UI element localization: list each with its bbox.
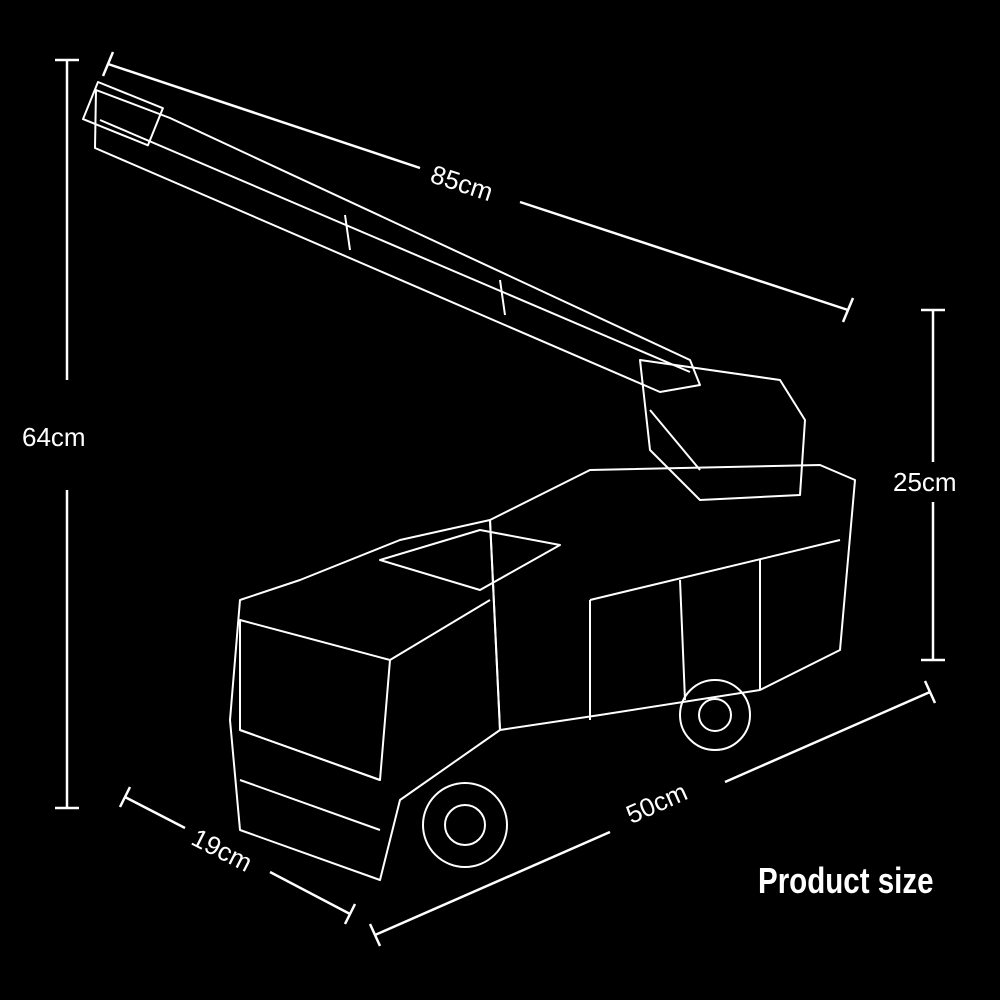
fire-truck xyxy=(82,81,856,881)
dim-line-19-a xyxy=(124,795,186,830)
caption-title: Product size xyxy=(758,860,934,901)
dim-line-85-a xyxy=(107,62,421,170)
body-height-label: 25cm xyxy=(893,467,957,497)
dim-line-50-a xyxy=(374,830,611,937)
dim-line-50-b xyxy=(724,690,931,784)
dimension-lines xyxy=(55,51,945,947)
dim-line-85-b xyxy=(519,200,849,312)
total-height-label: 64cm xyxy=(22,422,86,452)
dim-line-19-b xyxy=(269,870,351,916)
